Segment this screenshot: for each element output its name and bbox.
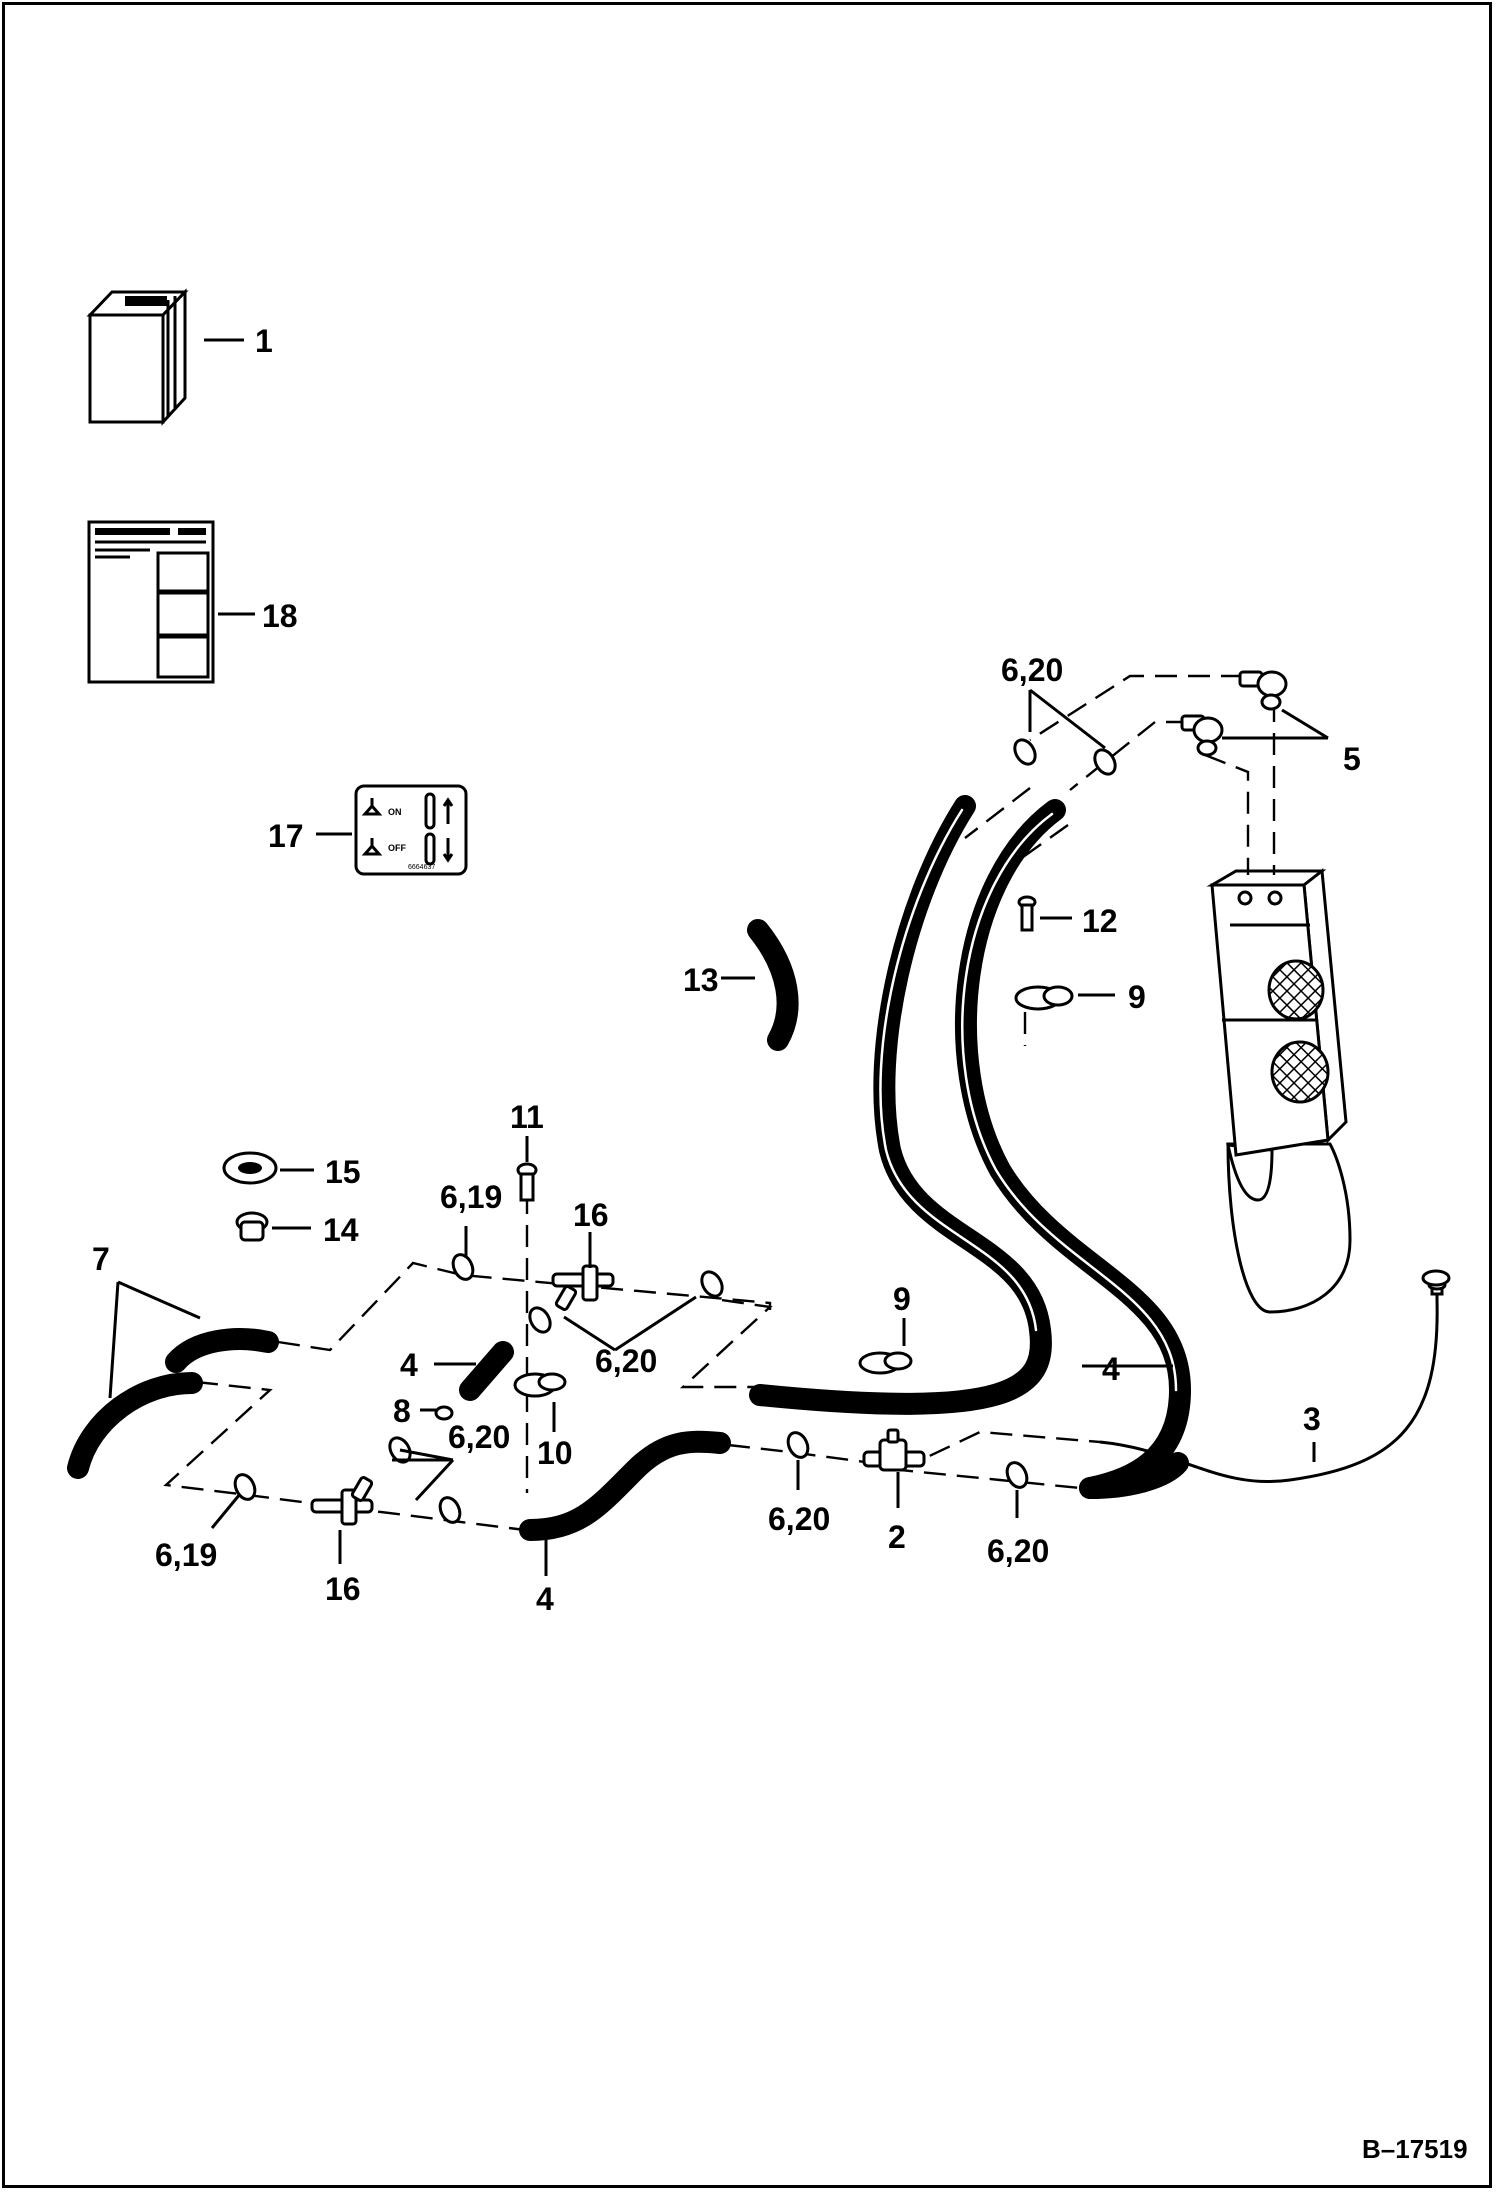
callout-15: 15 <box>325 1154 361 1190</box>
callout-6-19-upper: 6,19 <box>440 1179 502 1215</box>
callout-2: 2 <box>888 1519 906 1555</box>
callout-16-upper: 16 <box>573 1197 609 1233</box>
manual-box-part <box>86 288 189 426</box>
leader-lines <box>108 338 1329 1576</box>
callout-9-lower: 9 <box>893 1281 911 1317</box>
callout-4-lower: 4 <box>536 1581 554 1617</box>
clamp-part-9-upper <box>1014 985 1074 1011</box>
instruction-sheet-part <box>87 520 215 684</box>
hose-clamps <box>233 738 1117 1524</box>
on-off-decal-part: ON OFF 6664637 <box>354 784 468 876</box>
routing-dashed-lines <box>163 674 1276 1532</box>
temp-sender-cable-part <box>1099 1269 1451 1484</box>
shutoff-valve-part-2 <box>862 1428 926 1472</box>
callout-3: 3 <box>1303 1401 1321 1437</box>
bolt-part-12 <box>1017 895 1037 932</box>
callout-6-19-lower: 6,19 <box>155 1537 217 1573</box>
plug-part-14 <box>235 1211 269 1242</box>
heater-hose-long-1 <box>749 795 1052 1415</box>
callout-6-20-left: 6,20 <box>448 1419 510 1455</box>
hose-lower-mid <box>519 1430 731 1541</box>
figure-reference: B–17519 <box>1362 2134 1468 2164</box>
hose-elbow-part <box>747 919 799 1051</box>
callout-18: 18 <box>262 598 298 634</box>
callout-16-lower: 16 <box>325 1571 361 1607</box>
bolt-part-11 <box>516 1162 538 1202</box>
grommet-part-15 <box>222 1151 278 1185</box>
tee-fitting-part-16-lower <box>310 1476 374 1526</box>
hose-short-straight <box>459 1341 514 1401</box>
callout-8: 8 <box>393 1393 411 1429</box>
callout-5: 5 <box>1343 741 1361 777</box>
hose-right-short <box>1079 1452 1189 1499</box>
decal-part-number: 6664637 <box>408 864 435 871</box>
clamp-part-9-lower <box>858 1351 913 1375</box>
decal-on-text: ON <box>388 807 402 817</box>
callout-6-20-bottom-right: 6,20 <box>987 1533 1049 1569</box>
callout-4-upper: 4 <box>400 1347 418 1383</box>
hose-upper-left <box>165 1328 279 1373</box>
heater-core-part <box>1206 868 1352 1314</box>
elbow-fittings-part-5 <box>1180 670 1288 757</box>
callout-1: 1 <box>255 323 273 359</box>
callout-13: 13 <box>683 962 719 998</box>
callout-12: 12 <box>1082 903 1118 939</box>
callout-4-right: 4 <box>1102 1351 1120 1387</box>
hose-lower-left <box>67 1372 203 1479</box>
callout-10: 10 <box>537 1435 573 1471</box>
callout-14: 14 <box>323 1212 359 1248</box>
callout-6-20-bottom-left: 6,20 <box>768 1501 830 1537</box>
callout-6-20-mid: 6,20 <box>595 1343 657 1379</box>
hose-nipple-part-8 <box>434 1405 454 1421</box>
callout-17: 17 <box>268 818 304 854</box>
callout-6-20-top: 6,20 <box>1001 652 1063 688</box>
heater-hose-long-2 <box>954 799 1192 1499</box>
callout-labels: 1 18 17 6,20 5 12 9 13 11 15 14 6,19 16 … <box>92 323 1361 1617</box>
callout-9-upper: 9 <box>1128 979 1146 1015</box>
callout-7: 7 <box>92 1241 110 1277</box>
decal-off-text: OFF <box>388 843 406 853</box>
callout-11: 11 <box>510 1099 544 1135</box>
clamp-part-10 <box>513 1372 567 1398</box>
